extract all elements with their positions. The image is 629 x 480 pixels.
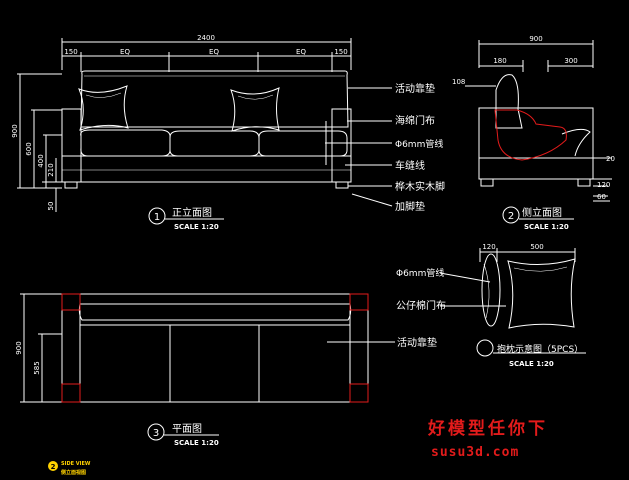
watermark-line1: 好模型任你下 bbox=[427, 418, 548, 439]
side-view-number: 2 bbox=[508, 211, 514, 222]
front-view-title: 正立面图 bbox=[172, 206, 212, 219]
plan-view bbox=[20, 293, 395, 441]
side-elevation bbox=[465, 40, 612, 224]
dim-front-seg2: EQ bbox=[209, 48, 219, 56]
seat-cushion-highlight bbox=[494, 109, 567, 161]
dim-front-right: 150 bbox=[334, 48, 347, 56]
plan-view-number: 3 bbox=[153, 428, 159, 439]
dim-side-top-b: 300 bbox=[564, 57, 577, 65]
label-stitch: 车缝线 bbox=[395, 159, 425, 172]
dim-front-mid: 400 bbox=[37, 154, 45, 167]
badge-line1: SIDE VIEW bbox=[61, 461, 91, 467]
dim-side-right-b: 120 bbox=[597, 181, 610, 189]
label-plan-cushion: 活动靠垫 bbox=[397, 336, 437, 349]
label-pillow-fabric: 公仔棉门布 bbox=[396, 299, 446, 312]
badge-number: 2 bbox=[51, 463, 56, 471]
dim-pillow-width: 500 bbox=[530, 243, 543, 251]
dim-side-top-a: 180 bbox=[493, 57, 506, 65]
dim-front-leg: 50 bbox=[47, 202, 55, 211]
pillow-view-scale: SCALE 1:20 bbox=[509, 360, 554, 368]
dim-front-height: 900 bbox=[11, 124, 19, 137]
label-cord: Φ6mm管线 bbox=[395, 138, 443, 150]
dim-front-seg1: EQ bbox=[120, 48, 130, 56]
label-leg: 桦木实木脚 bbox=[395, 180, 445, 193]
dim-side-left: 108 bbox=[452, 78, 465, 86]
dim-front-low: 210 bbox=[47, 163, 55, 176]
front-elevation bbox=[17, 38, 393, 225]
label-pillow-cord: Φ6mm管线 bbox=[396, 267, 444, 279]
pillow-detail bbox=[439, 248, 586, 357]
dim-front-seat: 600 bbox=[25, 142, 33, 155]
watermark-line2: susu3d.com bbox=[431, 445, 519, 460]
plan-view-title: 平面图 bbox=[172, 423, 202, 435]
dim-side-right-a: 20 bbox=[606, 155, 615, 163]
dim-plan-seat: 585 bbox=[33, 361, 41, 374]
label-pad: 加脚垫 bbox=[395, 200, 425, 213]
side-view-title: 侧立面图 bbox=[522, 206, 562, 219]
dim-front-left: 150 bbox=[64, 48, 77, 56]
side-view-scale: SCALE 1:20 bbox=[524, 223, 569, 231]
front-view-number: 1 bbox=[154, 212, 160, 223]
dim-side-right-c: 60 bbox=[597, 193, 606, 201]
label-fabric: 海绵门布 bbox=[395, 114, 435, 127]
pillow-view-title: 抱枕示意图（5PCS） bbox=[497, 343, 583, 355]
plan-leg-markers bbox=[61, 293, 369, 403]
dim-front-total: 2400 bbox=[197, 34, 215, 42]
plan-view-scale: SCALE 1:20 bbox=[174, 439, 219, 447]
label-cushion: 活动靠垫 bbox=[395, 82, 435, 95]
watermark: 好模型任你下 susu3d.com bbox=[427, 418, 548, 460]
badge-line2: 侧立面视图 bbox=[61, 469, 86, 476]
dim-pillow-thick: 120 bbox=[482, 243, 495, 251]
dim-side-total: 900 bbox=[529, 35, 542, 43]
dim-plan-total: 900 bbox=[15, 341, 23, 354]
dim-front-seg3: EQ bbox=[296, 48, 306, 56]
side-view-badge: 2 SIDE VIEW 侧立面视图 bbox=[48, 461, 91, 476]
front-view-scale: SCALE 1:20 bbox=[174, 223, 219, 231]
